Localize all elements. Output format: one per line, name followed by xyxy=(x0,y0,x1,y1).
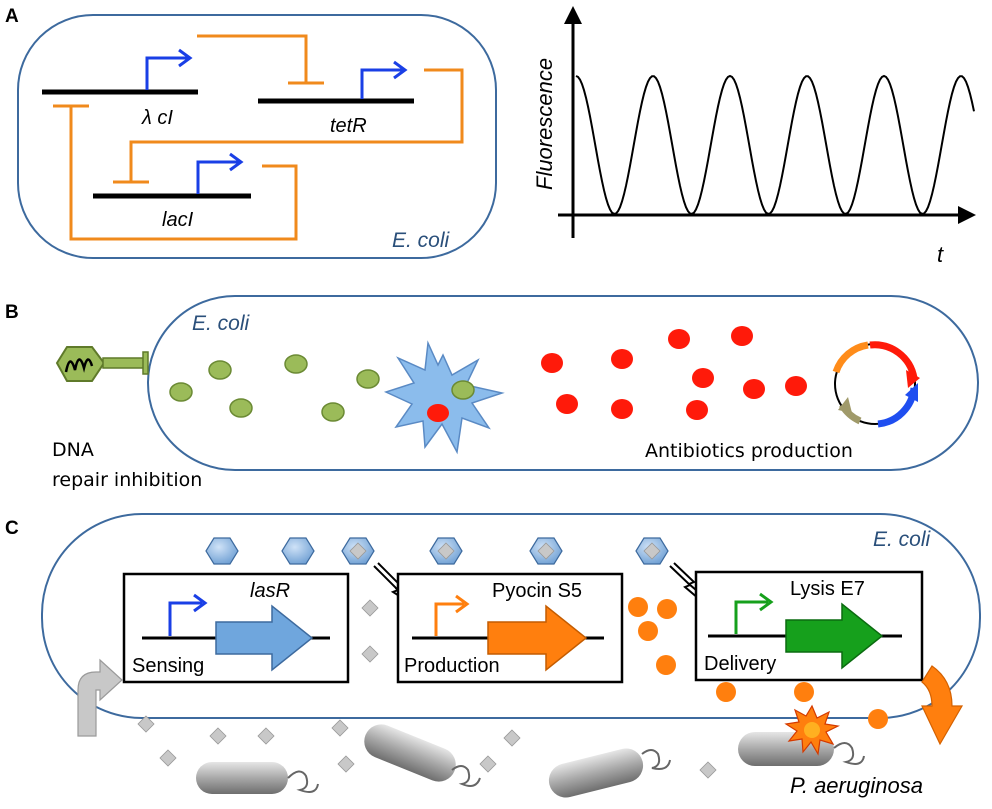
release-arrow-icon xyxy=(921,665,964,746)
green-particle xyxy=(169,382,193,402)
promoter-tetr xyxy=(360,60,408,99)
burst-shape xyxy=(383,340,505,455)
promoter-laci xyxy=(196,152,244,194)
oscillation-plot: Fluorescence t xyxy=(532,6,976,267)
green-particles xyxy=(169,354,380,422)
diamond-molecules-outside xyxy=(137,715,717,779)
red-particle xyxy=(731,326,753,346)
red-particle xyxy=(611,399,633,419)
red-particle xyxy=(556,394,578,414)
rod-bacterium xyxy=(196,762,319,794)
panel-a-letter: A xyxy=(5,6,19,27)
gene-label-lysis: Lysis E7 xyxy=(790,578,865,600)
red-particle xyxy=(541,353,563,373)
y-axis-label: Fluorescence xyxy=(532,58,557,190)
dna-label: DNA xyxy=(52,439,94,461)
antibiotics-label: Antibiotics production xyxy=(645,440,853,462)
cell-outline-b xyxy=(147,295,979,471)
gene-label-lasr: lasR xyxy=(250,580,290,602)
cell-label-b: E. coli xyxy=(192,312,251,335)
green-particle xyxy=(356,369,380,389)
panel-c: C E. coli xyxy=(5,513,981,798)
repression-laci-to-ci xyxy=(69,107,298,241)
red-particle xyxy=(686,400,708,420)
stage-label-delivery: Delivery xyxy=(704,653,776,675)
module-production: Pyocin S5 Production xyxy=(396,572,624,684)
green-particle xyxy=(451,380,475,400)
stage-label-sensing: Sensing xyxy=(132,655,204,677)
pyocin-particles xyxy=(628,597,888,729)
cell-outline-a xyxy=(17,14,497,259)
panel-c-letter: C xyxy=(5,518,19,539)
y-axis-arrowhead xyxy=(564,6,582,24)
red-particle xyxy=(427,404,449,422)
module-delivery: Lysis E7 Delivery xyxy=(694,570,924,682)
phage-icon xyxy=(55,346,149,382)
signal-hexagon xyxy=(205,537,239,565)
repair-inhibition-label: repair inhibition xyxy=(52,469,202,491)
panel-b: B E. coli xyxy=(5,295,979,491)
promoter-lambda-ci xyxy=(145,48,193,90)
green-particle xyxy=(208,360,232,380)
gene-arrow-lasr xyxy=(215,604,314,672)
cell-outline-c xyxy=(41,513,981,719)
rod-bacterium xyxy=(548,748,671,798)
signal-molecules xyxy=(205,537,669,565)
red-particle xyxy=(692,368,714,388)
green-particle xyxy=(229,398,253,418)
panel-b-letter: B xyxy=(5,302,19,323)
gene-label-tetr: tetR xyxy=(330,115,367,137)
diamond-molecules-inside xyxy=(361,599,379,663)
red-particles xyxy=(541,326,807,420)
gene-arrow-lysis xyxy=(785,602,884,670)
x-axis-arrowhead xyxy=(958,206,976,224)
repression-ci-to-tetr xyxy=(197,34,308,82)
green-particle xyxy=(284,354,308,374)
cell-label-a: E. coli xyxy=(392,229,451,252)
red-particle xyxy=(785,376,807,396)
plasmid-icon xyxy=(832,341,920,428)
gene-label-pyocin: Pyocin S5 xyxy=(492,580,582,602)
x-axis-label: t xyxy=(937,242,944,267)
gene-label-laci: lacI xyxy=(162,209,194,231)
cell-label-c: E. coli xyxy=(873,528,932,551)
panel-a: A λ cI tetR lacI E. coli xyxy=(5,6,976,267)
gene-label-lambda-ci: λ cI xyxy=(141,107,173,129)
signal-hexagon xyxy=(281,537,315,565)
red-particle xyxy=(668,329,690,349)
fluorescence-trace xyxy=(575,74,975,215)
red-particle xyxy=(611,349,633,369)
repression-tetr-to-laci xyxy=(129,68,464,181)
gene-arrow-pyocin xyxy=(487,604,588,672)
bacteria xyxy=(196,704,865,798)
module-sensing: lasR Sensing xyxy=(122,572,350,684)
pathogen-label: P. aeruginosa xyxy=(790,773,923,798)
red-particle xyxy=(743,379,765,399)
rod-bacterium xyxy=(364,724,481,787)
green-particle xyxy=(321,402,345,422)
stage-label-production: Production xyxy=(404,655,500,677)
uptake-arrow-icon xyxy=(77,658,123,737)
